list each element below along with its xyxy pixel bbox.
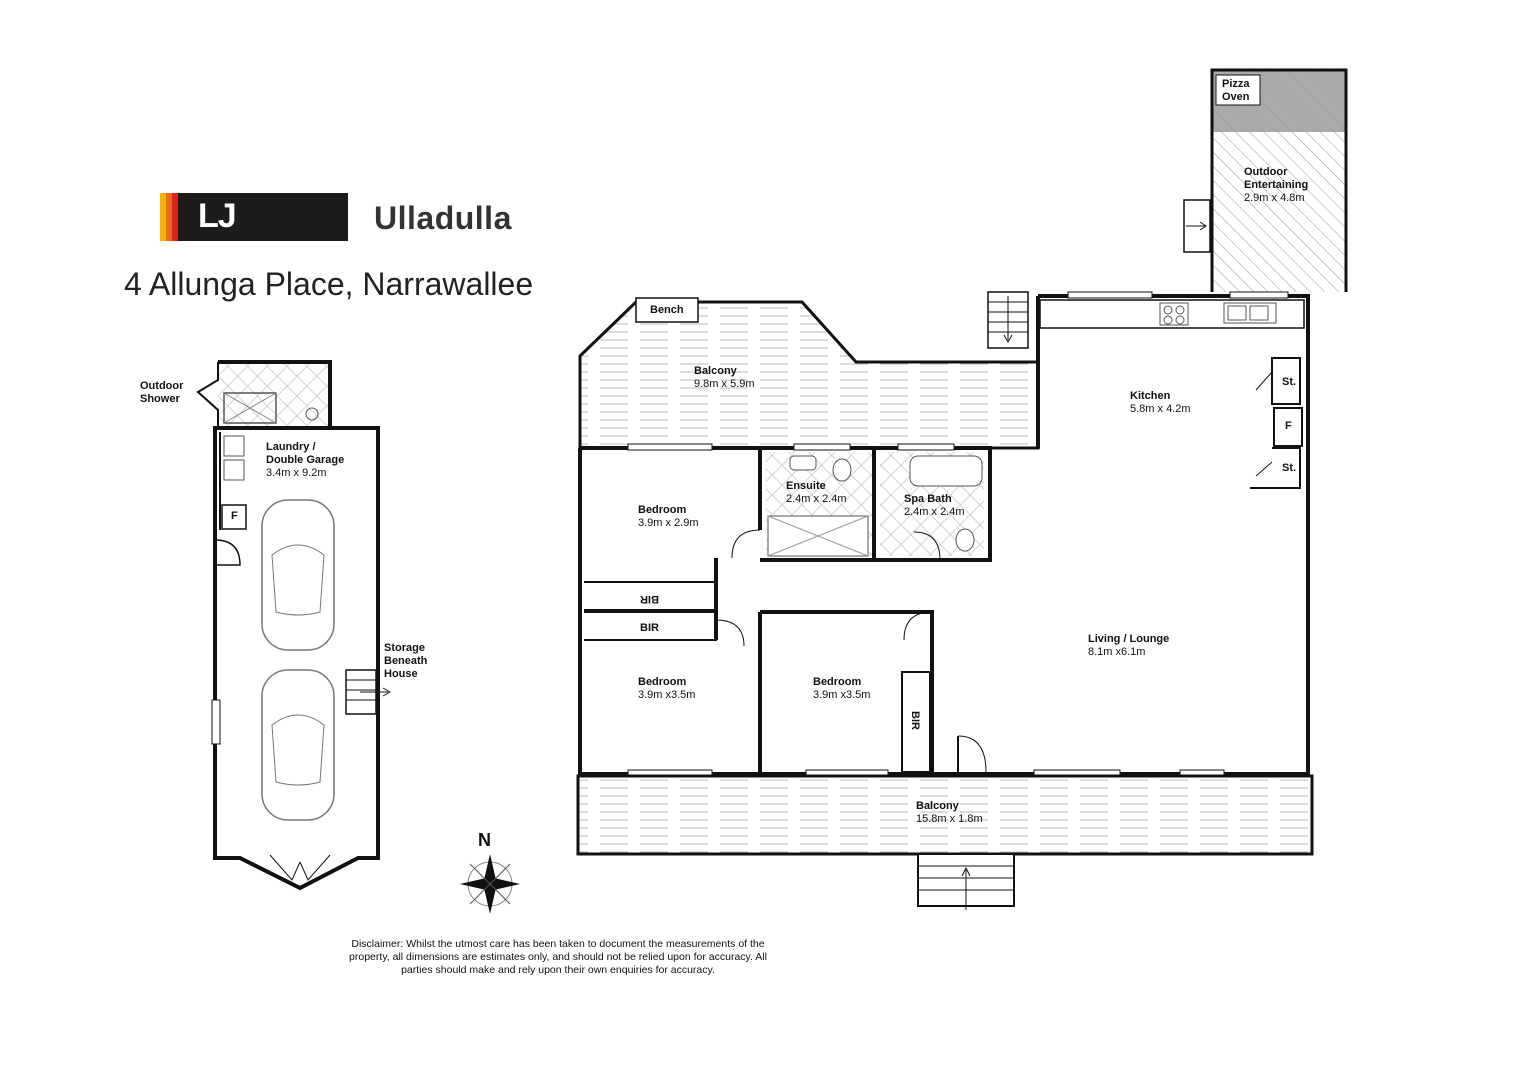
north-balcony-size: 9.8m x 5.9m bbox=[694, 378, 755, 390]
bedroom-3-name: Bedroom bbox=[813, 676, 862, 688]
laundry-garage-size: 3.4m x 9.2m bbox=[266, 467, 327, 479]
storage-label: Storage Beneath House bbox=[384, 642, 428, 680]
outdoor-entertaining-area bbox=[1183, 68, 1348, 292]
property-address: 4 Allunga Place, Narrawallee bbox=[124, 266, 534, 302]
outdoor-entertaining-size: 2.9m x 4.8m bbox=[1244, 192, 1305, 204]
outdoor-entertaining-label: Outdoor Entertaining 2.9m x 4.8m bbox=[1244, 166, 1308, 205]
kitchen-size: 5.8m x 4.2m bbox=[1130, 403, 1191, 415]
spa-bath-label: Spa Bath 2.4m x 2.4m bbox=[904, 493, 965, 519]
garage-fridge-label: F bbox=[231, 510, 238, 522]
car-1-icon bbox=[261, 499, 335, 651]
laundry-garage-name: Laundry / Double Garage bbox=[266, 441, 345, 466]
bir-3-label: BIR bbox=[908, 711, 921, 730]
bir-1-label: BIR bbox=[640, 593, 659, 605]
bedroom-2-label: Bedroom 3.9m x3.5m bbox=[638, 676, 695, 702]
bedroom-2-size: 3.9m x3.5m bbox=[638, 689, 696, 701]
logo-text: LJ Hooker bbox=[198, 197, 310, 274]
pizza-oven-label: Pizza Oven bbox=[1222, 78, 1250, 103]
laundry-garage-label: Laundry / Double Garage 3.4m x 9.2m bbox=[266, 441, 344, 480]
bedroom-3-label: Bedroom 3.9m x3.5m bbox=[813, 676, 870, 702]
ensuite-label: Ensuite 2.4m x 2.4m bbox=[786, 480, 847, 506]
kitchen-fridge-label: F bbox=[1285, 420, 1292, 432]
south-balcony-label: Balcony 15.8m x 1.8m bbox=[916, 800, 983, 826]
north-balcony-name: Balcony bbox=[694, 365, 737, 377]
disclaimer: Disclaimer: Whilst the utmost care has b… bbox=[349, 938, 767, 976]
bedroom-1-size: 3.9m x 2.9m bbox=[638, 517, 699, 529]
spa-bath-name: Spa Bath bbox=[904, 493, 952, 505]
kitchen-name: Kitchen bbox=[1130, 390, 1171, 402]
brand-logo: LJ Hooker bbox=[160, 193, 348, 274]
bench-label: Bench bbox=[650, 304, 684, 316]
compass-icon bbox=[460, 854, 520, 914]
outdoor-shower-label: Outdoor Shower bbox=[140, 380, 184, 405]
bedroom-3-size: 3.9m x3.5m bbox=[813, 689, 871, 701]
ensuite-size: 2.4m x 2.4m bbox=[786, 493, 847, 505]
living-label: Living / Lounge 8.1m x6.1m bbox=[1088, 633, 1169, 659]
south-balcony bbox=[576, 774, 1314, 910]
storage-cupboard-1-label: St. bbox=[1282, 376, 1297, 388]
north-balcony-label: Balcony 9.8m x 5.9m bbox=[694, 365, 755, 391]
car-2-icon bbox=[261, 669, 335, 821]
south-balcony-size: 15.8m x 1.8m bbox=[916, 813, 983, 825]
spa-bath-size: 2.4m x 2.4m bbox=[904, 506, 965, 518]
logo-stripe-yellow bbox=[160, 193, 166, 241]
bir-2-label: BIR bbox=[640, 622, 659, 634]
north-balcony bbox=[578, 291, 1040, 450]
living-size: 8.1m x6.1m bbox=[1088, 646, 1146, 658]
storage-cupboard-2-label: St. bbox=[1282, 462, 1297, 474]
garage-building bbox=[196, 360, 392, 891]
main-house-walls bbox=[578, 291, 1310, 777]
office-name: Ulladulla bbox=[374, 200, 512, 236]
living-name: Living / Lounge bbox=[1088, 633, 1170, 645]
south-balcony-name: Balcony bbox=[916, 800, 959, 812]
logo-stripe-red bbox=[172, 193, 178, 241]
compass-north-label: N bbox=[478, 830, 491, 850]
ensuite-name: Ensuite bbox=[786, 480, 826, 492]
bedroom-1-label: Bedroom 3.9m x 2.9m bbox=[638, 504, 699, 530]
logo-stripe-orange bbox=[166, 193, 172, 241]
kitchen-label: Kitchen 5.8m x 4.2m bbox=[1130, 390, 1191, 416]
bedroom-2-name: Bedroom bbox=[638, 676, 687, 688]
bedroom-1-name: Bedroom bbox=[638, 504, 687, 516]
outdoor-entertaining-name: Outdoor Entertaining bbox=[1244, 166, 1309, 191]
